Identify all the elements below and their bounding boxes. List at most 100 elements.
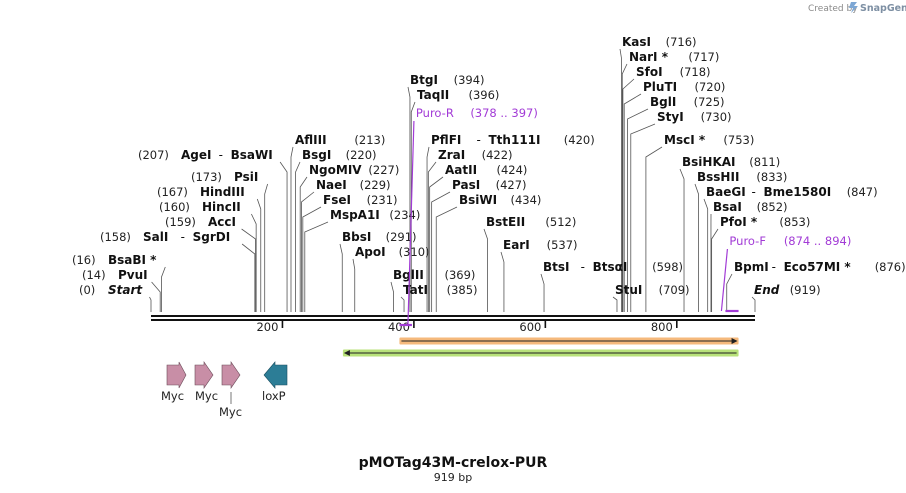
site-name-taqii: TaqII: [417, 88, 449, 102]
site-bpmi[interactable]: BpmI-Eco57MI *(876): [734, 260, 906, 274]
site-sali[interactable]: SalI-SgrDI(158): [100, 230, 230, 244]
site-bsteii[interactable]: BstEII(512): [486, 215, 576, 229]
site-btgi[interactable]: BtgI(394): [410, 73, 485, 87]
site-name-pflfi: PflFI: [431, 133, 461, 147]
site-position: (158): [100, 230, 131, 244]
primer-leader: [407, 120, 415, 326]
site-start[interactable]: Start(0): [79, 283, 143, 297]
site-ngomiv[interactable]: NgoMIV(227): [309, 163, 399, 177]
site-bsiwi[interactable]: BsiWI(434): [459, 193, 541, 207]
site-agei[interactable]: AgeI-BsaWI(207): [138, 148, 273, 162]
bar-orange[interactable]: [399, 337, 739, 345]
site-naei[interactable]: NaeI(229): [316, 178, 391, 192]
site-name-start: Start: [108, 283, 143, 297]
site-bgli[interactable]: BglI(725): [650, 95, 725, 109]
myc-feature-arrow[interactable]: [194, 361, 214, 389]
site-eari[interactable]: EarI(537): [503, 238, 578, 252]
site-bsabi[interactable]: BsaBI *(16): [72, 253, 157, 267]
site-bsai[interactable]: BsaI(852): [713, 200, 788, 214]
bar-arrowhead: [343, 350, 350, 356]
site-leader-acci: [241, 228, 256, 312]
site-sfoi[interactable]: SfoI(718): [636, 65, 711, 79]
site-nari[interactable]: NarI *(717): [629, 50, 719, 64]
site-name-hincii: HincII: [202, 200, 241, 214]
site-alt-name-tth111i: Tth111I: [489, 133, 541, 147]
site-bsihkai[interactable]: BsiHKAI(811): [682, 155, 780, 169]
site-pflfi[interactable]: PflFI-Tth111I(420): [431, 133, 595, 147]
site-leader-bsteii: [483, 228, 488, 312]
primer-range: (378 .. 397): [470, 106, 538, 120]
site-name-separator: -: [181, 230, 185, 244]
site-apoi[interactable]: ApoI(310): [355, 245, 430, 259]
site-bsshii[interactable]: BssHII(833): [697, 170, 787, 184]
site-position: (811): [749, 155, 780, 169]
site-aatii[interactable]: AatII(424): [445, 163, 527, 177]
myc-feature-arrow[interactable]: [166, 361, 187, 389]
site-zrai[interactable]: ZraI(422): [438, 148, 513, 162]
loxp-feature-arrow[interactable]: [263, 361, 288, 389]
site-leader-bsabi: [161, 266, 166, 312]
site-afliii[interactable]: AflIII(213): [295, 133, 385, 147]
site-kasi[interactable]: KasI(716): [622, 35, 697, 49]
site-bsgi[interactable]: BsgI(220): [302, 148, 377, 162]
site-position: (876): [875, 260, 906, 274]
site-fsei[interactable]: FseI(231): [323, 193, 398, 207]
site-position: (394): [454, 73, 485, 87]
site-msci[interactable]: MscI *(753): [664, 133, 754, 147]
site-name-aatii: AatII: [445, 163, 477, 177]
primer-puro-r[interactable]: Puro-R(378 .. 397): [399, 106, 538, 327]
snapgene-logo-icon: [849, 2, 858, 13]
site-leader-psii: [264, 183, 268, 312]
site-name-bpmi: BpmI: [734, 260, 769, 274]
site-pasi[interactable]: PasI(427): [452, 178, 527, 192]
site-name-eari: EarI: [503, 238, 530, 252]
site-styi[interactable]: StyI(730): [657, 110, 732, 124]
site-position: (730): [701, 110, 732, 124]
site-mspa1i[interactable]: MspA1I(234): [330, 208, 420, 222]
site-leader-zrai: [427, 161, 437, 312]
site-position: (434): [511, 193, 542, 207]
site-name-apoi: ApoI: [355, 245, 386, 259]
site-position: (229): [360, 178, 391, 192]
site-stui[interactable]: StuI(709): [615, 283, 690, 297]
site-leader-bsgi: [295, 161, 301, 312]
myc-feature-arrow[interactable]: [221, 361, 241, 389]
site-name-pvui: PvuI: [118, 268, 148, 282]
site-psii[interactable]: PsiI(173): [191, 170, 258, 184]
site-tati[interactable]: TatI(385): [403, 283, 478, 297]
feature-label-myc: Myc: [219, 405, 242, 419]
site-taqii[interactable]: TaqII (396): [417, 88, 499, 102]
site-leader-baegi: [703, 198, 709, 312]
site-end[interactable]: End(919): [754, 283, 821, 297]
site-baegi[interactable]: BaeGI-Bme1580I(847): [706, 185, 878, 199]
site-position: (716): [666, 35, 697, 49]
site-position: (159): [165, 215, 196, 229]
site-leader-lines: [149, 48, 756, 312]
site-hindiii[interactable]: HindIII (167): [157, 185, 245, 199]
site-name-bsgi: BsgI: [302, 148, 331, 162]
site-pluti[interactable]: PluTI(720): [643, 80, 725, 94]
site-name-msci: MscI *: [664, 133, 706, 147]
site-position: (396): [469, 88, 500, 102]
site-pfoi[interactable]: PfoI *(853): [720, 215, 810, 229]
site-leader-aatii: [429, 176, 444, 312]
site-name-hindiii: HindIII: [200, 185, 245, 199]
site-position: (167): [157, 185, 188, 199]
primer-puro-f[interactable]: Puro-F(874 .. 894): [720, 234, 851, 313]
site-position: (213): [354, 133, 385, 147]
site-name-fsei: FseI: [323, 193, 351, 207]
site-name-acci: AccI: [208, 215, 236, 229]
site-leader-bsshii: [694, 183, 699, 312]
site-hincii[interactable]: HincII(160): [159, 200, 241, 214]
site-bbsi[interactable]: BbsI(291): [342, 230, 417, 244]
bar-green[interactable]: [342, 349, 739, 357]
site-acci[interactable]: AccI (159): [165, 215, 236, 229]
site-bglii[interactable]: BglII(369): [393, 268, 475, 282]
site-btsi[interactable]: BtsI-BtsαI(598): [543, 260, 683, 274]
site-pvui[interactable]: PvuI(14): [82, 268, 148, 282]
site-leader-sfoi: [622, 78, 635, 312]
feature-label-myc: Myc: [161, 389, 184, 403]
site-name-pfoi: PfoI *: [720, 215, 758, 229]
